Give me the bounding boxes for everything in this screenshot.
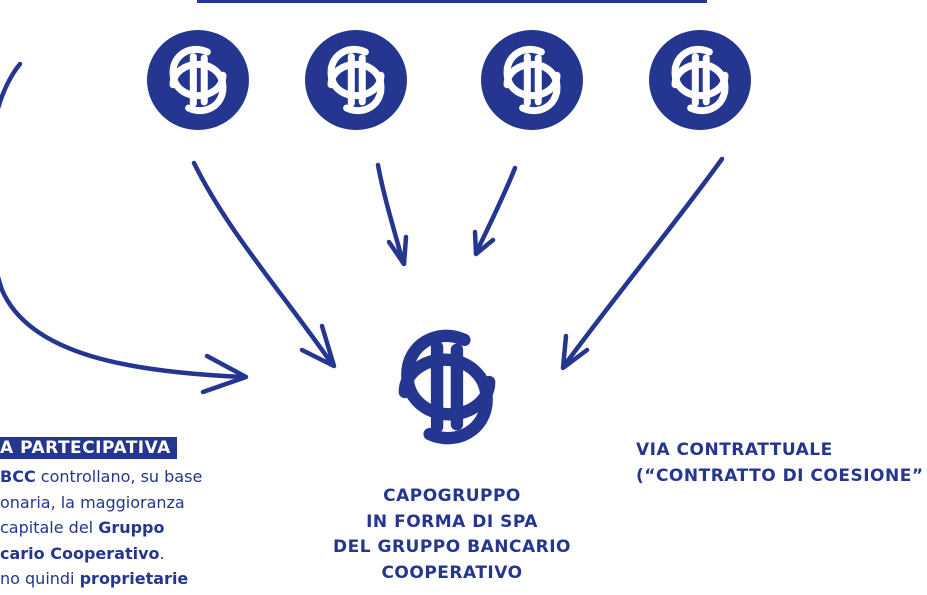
arrow-from-logo-4-head — [560, 333, 590, 371]
partecipativa-line-2: onaria, la maggioranza — [0, 492, 185, 512]
partecipativa-line-5: no quindi proprietarie — [0, 569, 189, 588]
arrow-from-logo-2 — [375, 162, 406, 266]
arrow-from-logo-3-head — [472, 229, 496, 257]
top-rule — [197, 0, 707, 3]
bcc-logo-1 — [147, 30, 249, 130]
partecipativa-text: BCC controllano, su base onaria, la magg… — [0, 464, 230, 592]
partecipativa-line-4: cario Cooperativo. — [0, 543, 165, 563]
capogruppo-line-2: IN FORMA DI SPA — [366, 511, 538, 532]
capogruppo-line-3: DEL GRUPPO BANCARIO — [333, 537, 571, 557]
arrow-from-logo-3 — [473, 165, 518, 256]
bcc-logo-icon — [503, 45, 561, 115]
partecipativa-line-3: capitale del Gruppo — [0, 518, 165, 537]
arrow-left-curve-head — [200, 353, 249, 395]
partecipativa-line-1: BCC controllano, su base — [0, 467, 203, 486]
bcc-logo-icon — [169, 45, 227, 115]
bcc-logo-2 — [305, 30, 407, 130]
bcc-logo-3 — [481, 30, 583, 130]
arrow-from-logo-1 — [191, 160, 335, 367]
partecipativa-heading: A PARTECIPATIVA — [0, 437, 177, 459]
contrattuale-line-1: VIA CONTRATTUALE — [636, 440, 833, 460]
capogruppo-line-4: COOPERATIVO — [381, 562, 523, 583]
contrattuale-caption: VIA CONTRATTUALE (“CONTRATTO DI COESIONE… — [636, 438, 927, 489]
arrow-left-curve — [0, 61, 247, 380]
bcc-logo-icon — [327, 45, 385, 115]
contrattuale-line-2: (“CONTRATTO DI COESIONE” — [636, 465, 924, 486]
bcc-logo-icon — [671, 45, 729, 115]
bcc-logo-4 — [649, 30, 751, 130]
capogruppo-caption: CAPOGRUPPO IN FORMA DI SPA DEL GRUPPO BA… — [315, 484, 589, 586]
capogruppo-line-1: CAPOGRUPPO — [383, 486, 521, 506]
capogruppo-logo-icon — [398, 329, 496, 445]
arrow-from-logo-4 — [561, 156, 725, 369]
arrow-from-logo-1-head — [299, 323, 337, 369]
arrow-from-logo-2-head — [386, 234, 409, 267]
